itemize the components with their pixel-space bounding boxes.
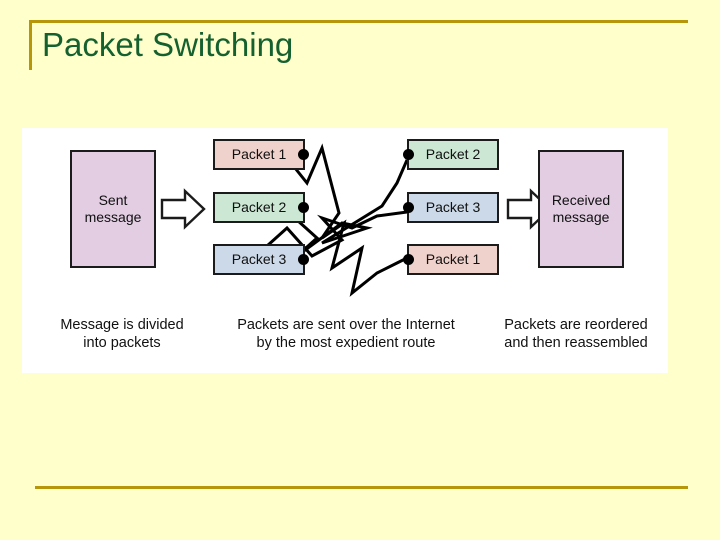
- caption-divide: Message is divided into packets: [60, 317, 184, 352]
- sent-packet-3-box: Packet 3: [213, 244, 305, 275]
- received-packet-1-box: Packet 2: [407, 139, 499, 170]
- sent-packet-1-label: Packet 1: [231, 146, 287, 163]
- sent-packet-3-label: Packet 3: [231, 251, 287, 268]
- bottom-accent-rule: [35, 486, 688, 489]
- received-packet-2-label: Packet 3: [425, 199, 481, 216]
- sent-packet-3-node-dot: [298, 254, 309, 265]
- packet-switching-diagram: Sent message Packet 1 Packet 2 Packet 3 …: [22, 128, 668, 373]
- sent-packet-2-node-dot: [298, 202, 309, 213]
- received-packet-3-label: Packet 1: [425, 251, 481, 268]
- caption-reassemble: Packets are reordered and then reassembl…: [504, 317, 648, 352]
- title-accent-border: [29, 20, 688, 70]
- received-message-label: Received message: [551, 192, 611, 225]
- sent-packet-1-node-dot: [298, 149, 309, 160]
- sent-packet-2-box: Packet 2: [213, 192, 305, 223]
- page-title: Packet Switching: [42, 26, 294, 63]
- received-packet-3-box: Packet 1: [407, 244, 499, 275]
- received-packet-3-node-dot: [403, 254, 414, 265]
- received-packet-2-box: Packet 3: [407, 192, 499, 223]
- split-arrow: [160, 188, 206, 230]
- sent-packet-1-box: Packet 1: [213, 139, 305, 170]
- received-packet-1-node-dot: [403, 149, 414, 160]
- caption-route: Packets are sent over the Internet by th…: [237, 317, 455, 352]
- sent-packet-2-label: Packet 2: [231, 199, 287, 216]
- sent-message-box: Sent message: [70, 150, 156, 268]
- received-message-box: Received message: [538, 150, 624, 268]
- received-packet-1-label: Packet 2: [425, 146, 481, 163]
- sent-message-label: Sent message: [84, 192, 142, 225]
- received-packet-2-node-dot: [403, 202, 414, 213]
